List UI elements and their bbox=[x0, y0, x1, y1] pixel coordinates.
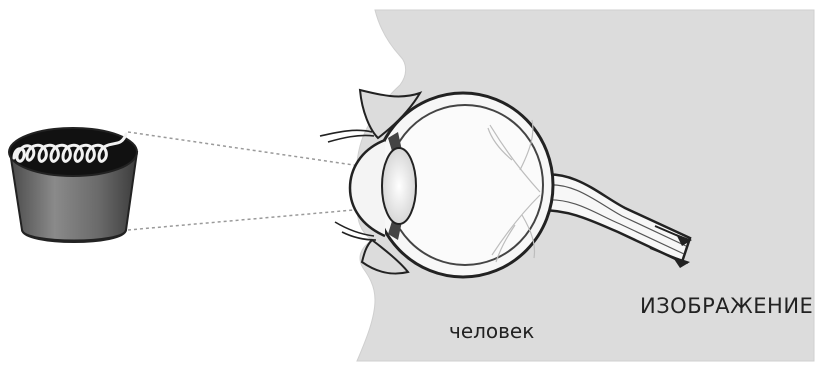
lens bbox=[382, 148, 416, 224]
object-cup-icon bbox=[9, 128, 137, 242]
person-label: человек bbox=[449, 321, 534, 341]
image-label: ИЗОБРАЖЕНИЕ bbox=[640, 296, 813, 317]
cornea bbox=[350, 140, 385, 236]
